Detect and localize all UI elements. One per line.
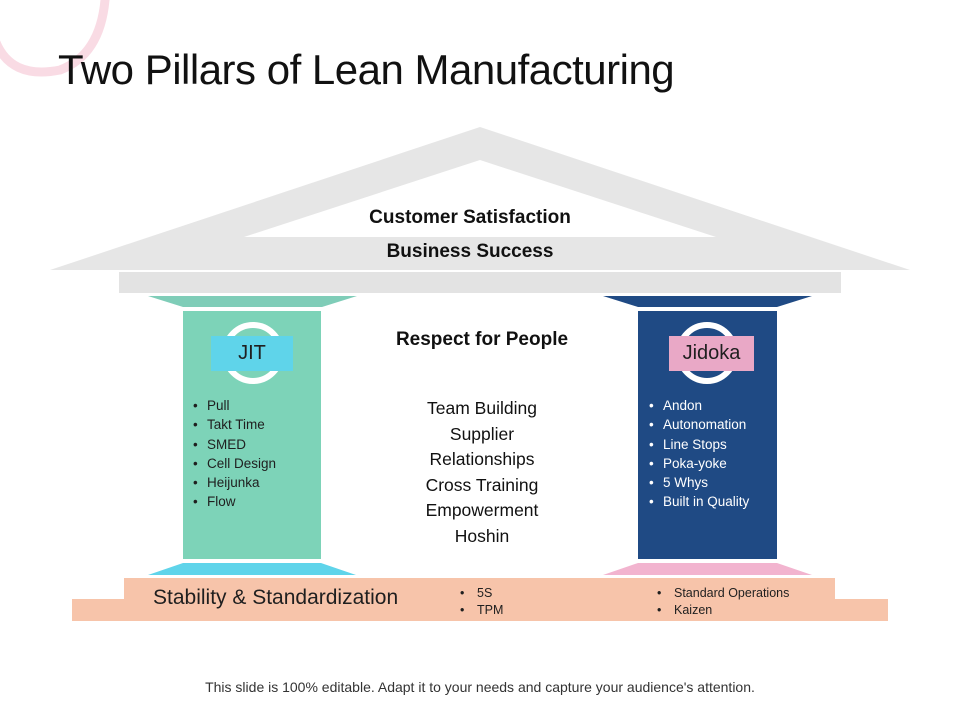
roof-label-customer-satisfaction: Customer Satisfaction <box>369 207 571 228</box>
list-item: Takt Time <box>193 415 276 434</box>
jidoka-list: Andon Autonomation Line Stops Poka-yoke … <box>649 396 749 512</box>
list-item: TPM <box>460 602 503 619</box>
roof-beam <box>119 272 841 293</box>
base-list-left: 5S TPM <box>460 585 503 619</box>
list-item: Poka-yoke <box>649 454 749 473</box>
roof-label-business-success: Business Success <box>386 241 554 262</box>
jidoka-badge: Jidoka <box>669 336 754 371</box>
list-item: Standard Operations <box>657 585 789 602</box>
list-item: Autonomation <box>649 415 749 434</box>
list-item: Kaizen <box>657 602 789 619</box>
decorative-arc <box>0 0 110 77</box>
list-item: Team Building <box>427 398 537 418</box>
base-list-right: Standard Operations Kaizen <box>657 585 789 619</box>
list-item: SMED <box>193 435 276 454</box>
footer-note: This slide is 100% editable. Adapt it to… <box>205 679 755 695</box>
list-item: 5 Whys <box>649 473 749 492</box>
roof-inner-gap <box>244 160 716 237</box>
list-item: Flow <box>193 492 276 511</box>
respect-for-people-list: Team Building Supplier Relationships Cro… <box>372 396 592 549</box>
list-item: Cross Training <box>425 474 539 495</box>
list-item: Relationships <box>429 449 535 469</box>
right-pillar-plinth <box>603 563 812 575</box>
left-pillar-plinth <box>148 563 356 575</box>
list-item: Heijunka <box>193 473 276 492</box>
list-item: Built in Quality <box>649 492 749 511</box>
list-item: 5S <box>460 585 503 602</box>
slide-title: Two Pillars of Lean Manufacturing <box>58 46 675 94</box>
list-item: Line Stops <box>649 435 749 454</box>
jit-badge: JIT <box>211 336 293 371</box>
jit-list: Pull Takt Time SMED Cell Design Heijunka… <box>193 396 276 512</box>
right-pillar-capital <box>603 296 812 307</box>
list-item: Supplier <box>449 423 515 444</box>
left-pillar-capital <box>148 296 357 307</box>
list-item: Empowerment <box>425 500 539 520</box>
respect-for-people-heading: Respect for People <box>395 329 569 350</box>
list-item: Andon <box>649 396 749 415</box>
list-item: Hoshin <box>454 525 510 546</box>
list-item: Pull <box>193 396 276 415</box>
list-item: Cell Design <box>193 454 276 473</box>
base-label: Stability & Standardization <box>153 586 399 609</box>
